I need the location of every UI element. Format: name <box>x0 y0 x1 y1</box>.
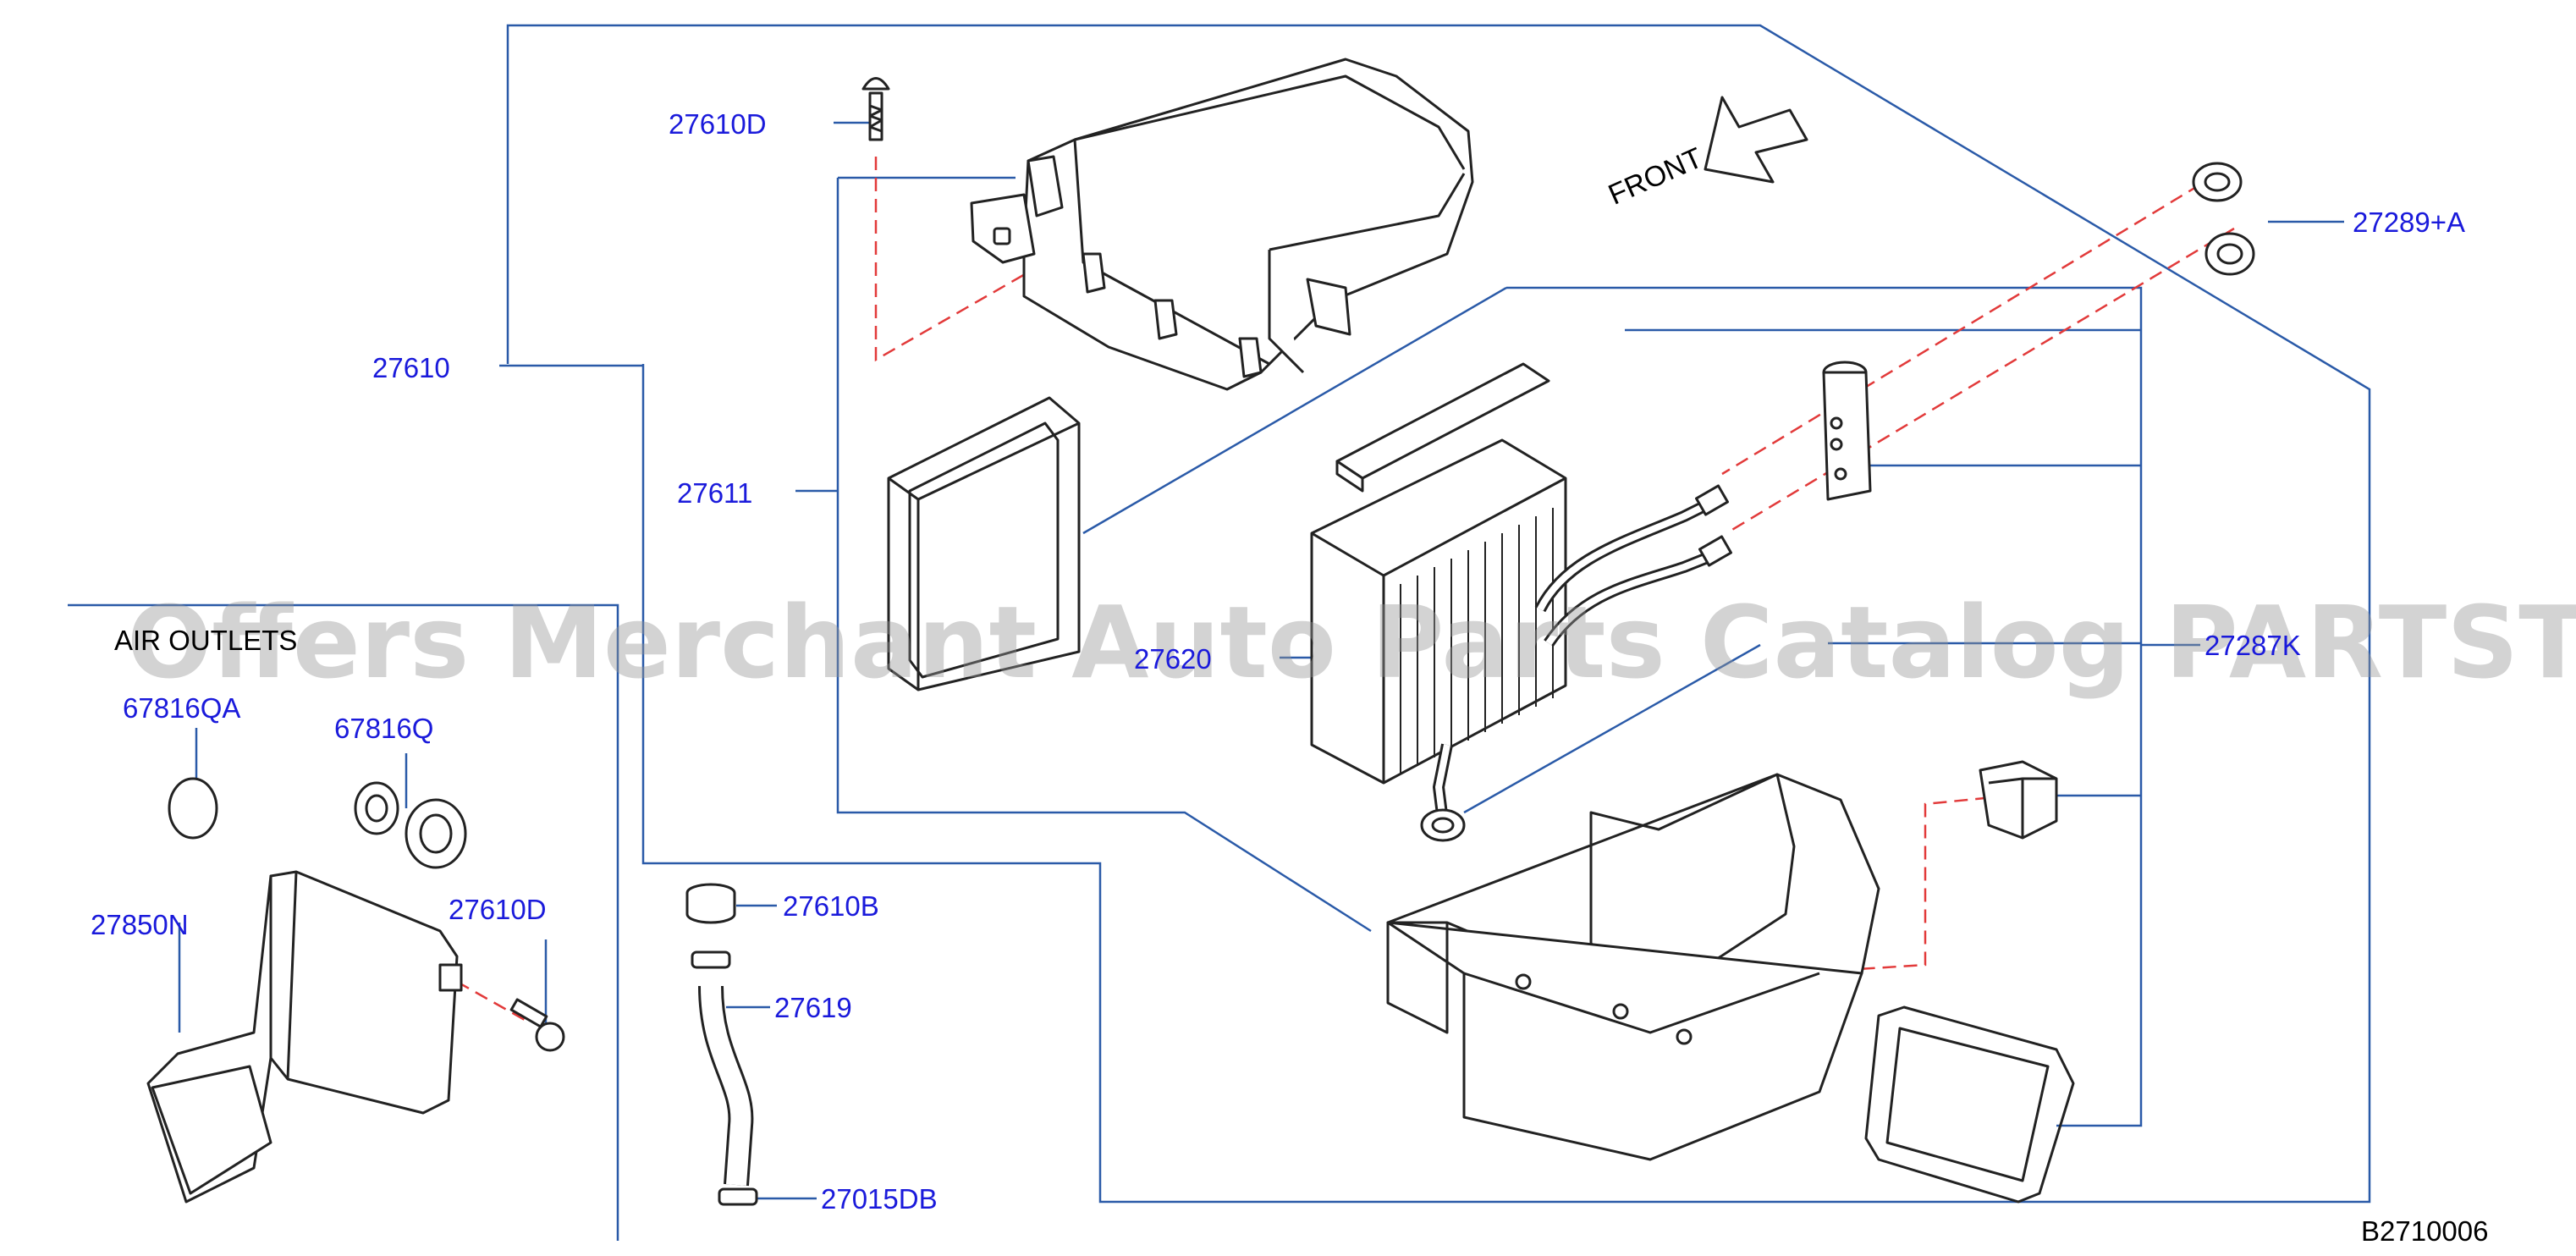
air-duct <box>146 870 463 1204</box>
parts-drawings <box>146 58 2255 1206</box>
label-27611[interactable]: 27611 <box>677 477 753 509</box>
figure-code: B2710006 <box>2361 1215 2489 1247</box>
damper-block <box>1979 760 2058 840</box>
drain-hose <box>691 950 758 1206</box>
label-27620[interactable]: 27620 <box>1134 643 1212 675</box>
evaporator-core <box>1310 438 1732 822</box>
group-frame-lines <box>68 24 2371 1241</box>
label-67816QA[interactable]: 67816QA <box>123 692 241 724</box>
caps <box>168 777 467 869</box>
grommets <box>2192 162 2255 276</box>
expansion-valve <box>1822 361 1872 501</box>
label-67816Q[interactable]: 67816Q <box>334 713 434 744</box>
filter-frame-left <box>887 396 1081 691</box>
lower-case-part <box>1386 773 1880 1161</box>
label-27610[interactable]: 27610 <box>372 352 450 383</box>
label-27610D-left[interactable]: 27610D <box>449 894 547 925</box>
label-27610D-top[interactable]: 27610D <box>669 108 767 140</box>
upper-case-part <box>970 58 1474 391</box>
seal-strip <box>1335 362 1550 493</box>
pad-27610B <box>685 883 736 924</box>
label-27015DB[interactable]: 27015DB <box>821 1183 938 1215</box>
screw-top <box>861 77 890 141</box>
label-27619[interactable]: 27619 <box>774 992 852 1023</box>
panel-title: AIR OUTLETS <box>114 625 298 656</box>
screw-left <box>509 998 565 1052</box>
leader-lines <box>178 121 2344 1200</box>
filter-frame-right <box>1864 1005 2075 1204</box>
label-27287K[interactable]: 27287K <box>2204 630 2301 661</box>
front-arrow-icon <box>1704 96 1808 184</box>
label-27289A[interactable]: 27289+A <box>2353 207 2466 238</box>
drain-grommet <box>1420 808 1466 842</box>
label-27850N[interactable]: 27850N <box>91 909 189 940</box>
label-27610B[interactable]: 27610B <box>783 890 879 922</box>
